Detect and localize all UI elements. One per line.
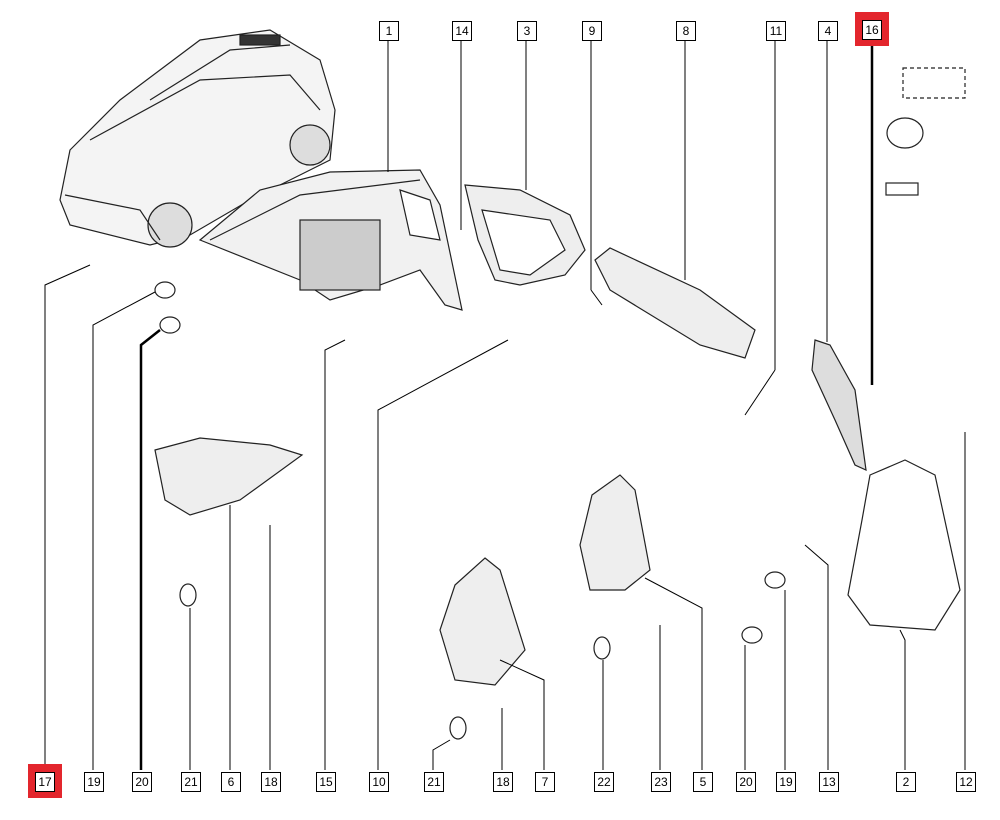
callout-label-6: 6 [221,772,241,792]
callout-label-2: 2 [896,772,916,792]
lamp-4 [811,339,867,471]
highlight-box-17: 17 [28,764,62,798]
callout-label-4: 4 [818,21,838,41]
callout-label-14: 14 [452,21,472,41]
callout-label-13: 13 [819,772,839,792]
lamp-5 [579,474,651,591]
callout-label-23: 23 [651,772,671,792]
lamp-2 [847,459,961,631]
callout-label-5: 5 [693,772,713,792]
callout-label-20b: 20 [736,772,756,792]
callout-label-16: 16 [862,20,882,40]
callout-label-21: 21 [181,772,201,792]
callout-label-3: 3 [517,21,537,41]
lamp-6 [154,437,304,516]
callout-label-8: 8 [676,21,696,41]
callout-label-9: 9 [582,21,602,41]
callout-label-10: 10 [369,772,389,792]
callout-label-7: 7 [535,772,555,792]
rear-lamp-assembly [198,169,463,311]
callout-label-12: 12 [956,772,976,792]
lamp-7 [439,557,526,686]
callout-label-20: 20 [132,772,152,792]
callout-label-17: 17 [35,772,55,792]
callout-label-21b: 21 [424,772,444,792]
callout-label-18: 18 [261,772,281,792]
callout-label-19b: 19 [776,772,796,792]
callout-label-11: 11 [766,21,786,41]
callout-label-1: 1 [379,21,399,41]
highlight-box-16: 16 [855,12,889,46]
callout-label-15: 15 [316,772,336,792]
callout-label-22: 22 [594,772,614,792]
reflector-8 [594,247,756,359]
bulbs [154,117,924,740]
callout-label-19: 19 [84,772,104,792]
callout-label-18b: 18 [493,772,513,792]
leader-lines [44,40,966,770]
